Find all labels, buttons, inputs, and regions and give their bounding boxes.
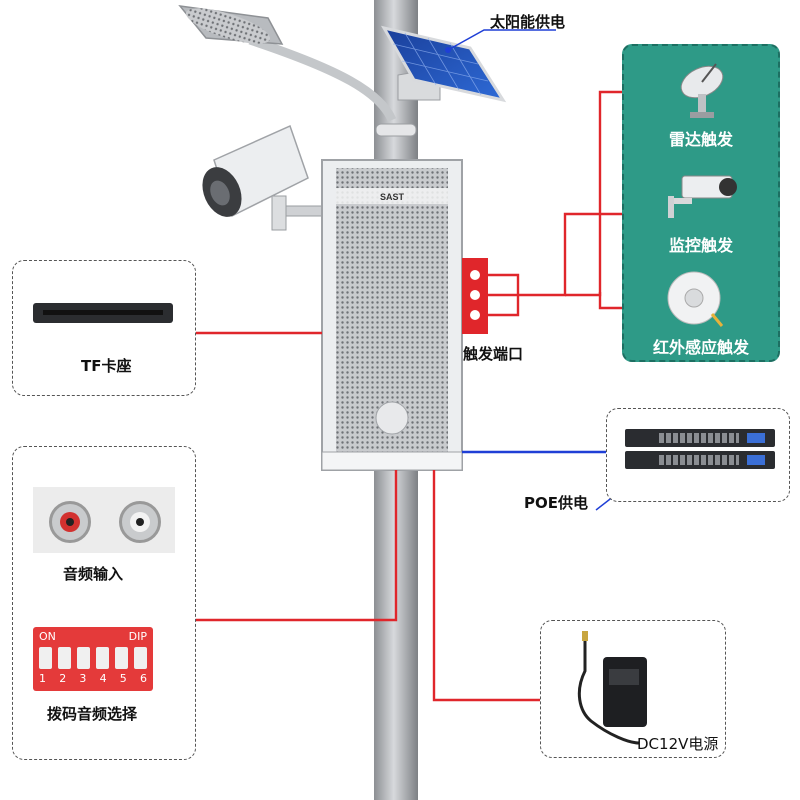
infrared-trigger-label: 红外感应触发: [652, 338, 749, 357]
poe-power-label: POE供电: [524, 494, 588, 512]
radar-trigger-label: 雷达触发: [668, 130, 733, 149]
power-adapter-icon: [577, 631, 647, 745]
audio-jack-white-icon: [119, 501, 161, 543]
tf-slot: [33, 303, 173, 323]
poe-switch-unit: [625, 451, 775, 469]
cctv-camera: [202, 124, 327, 231]
camera-icon: [668, 175, 737, 218]
dip-number: 6: [139, 672, 147, 685]
audio-jacks: [33, 487, 175, 553]
dip-select-label: 拨码音频选择: [47, 705, 138, 723]
dip-dip-label: DIP: [128, 630, 147, 643]
audio-jack-red-icon: [49, 501, 91, 543]
trigger-sensor-panel: 雷达触发 监控触发 红外感应触发: [622, 44, 780, 362]
audio-input-label: 音频输入: [63, 565, 124, 583]
tf-card-box: TF卡座: [12, 260, 196, 396]
dip-toggle[interactable]: [77, 647, 90, 669]
dip-numbers: 1 2 3 4 5 6: [39, 672, 147, 685]
infrared-sensor-icon: [667, 271, 724, 327]
dc-power-box: DC12V电源: [540, 620, 726, 758]
dip-toggles: [39, 647, 147, 669]
poe-switch-box: [606, 408, 790, 502]
street-lamp: [178, 5, 397, 122]
solar-pointer-dot: [445, 47, 451, 53]
dip-number: 5: [119, 672, 127, 685]
dip-toggle[interactable]: [58, 647, 71, 669]
trigger-port-block: [462, 258, 488, 334]
speaker-column: [321, 159, 463, 471]
solar-power-label: 太阳能供电: [490, 13, 566, 31]
dip-toggle[interactable]: [115, 647, 128, 669]
dip-toggle[interactable]: [134, 647, 147, 669]
dc-power-label: DC12V电源: [637, 735, 719, 753]
camera-trigger-label: 监控触发: [668, 236, 733, 255]
dip-number: 4: [99, 672, 107, 685]
dip-number: 3: [79, 672, 87, 685]
wires: [194, 29, 696, 702]
audio-dip-box: 音频输入 ON DIP 1 2 3 4 5 6 拨码音频选择: [12, 446, 196, 760]
radar-icon: [680, 63, 724, 118]
dip-toggle[interactable]: [96, 647, 109, 669]
solar-panel: [375, 25, 507, 137]
trigger-port-label: 触发端口: [463, 345, 524, 363]
speaker-brand: SAST: [380, 192, 405, 202]
dip-number: 1: [39, 672, 46, 685]
dip-toggle[interactable]: [39, 647, 52, 669]
dip-switch[interactable]: ON DIP 1 2 3 4 5 6: [33, 627, 153, 691]
tf-card-label: TF卡座: [81, 357, 132, 375]
dip-number: 2: [59, 672, 67, 685]
poe-switch-unit: [625, 429, 775, 447]
dip-on-label: ON: [39, 630, 56, 643]
